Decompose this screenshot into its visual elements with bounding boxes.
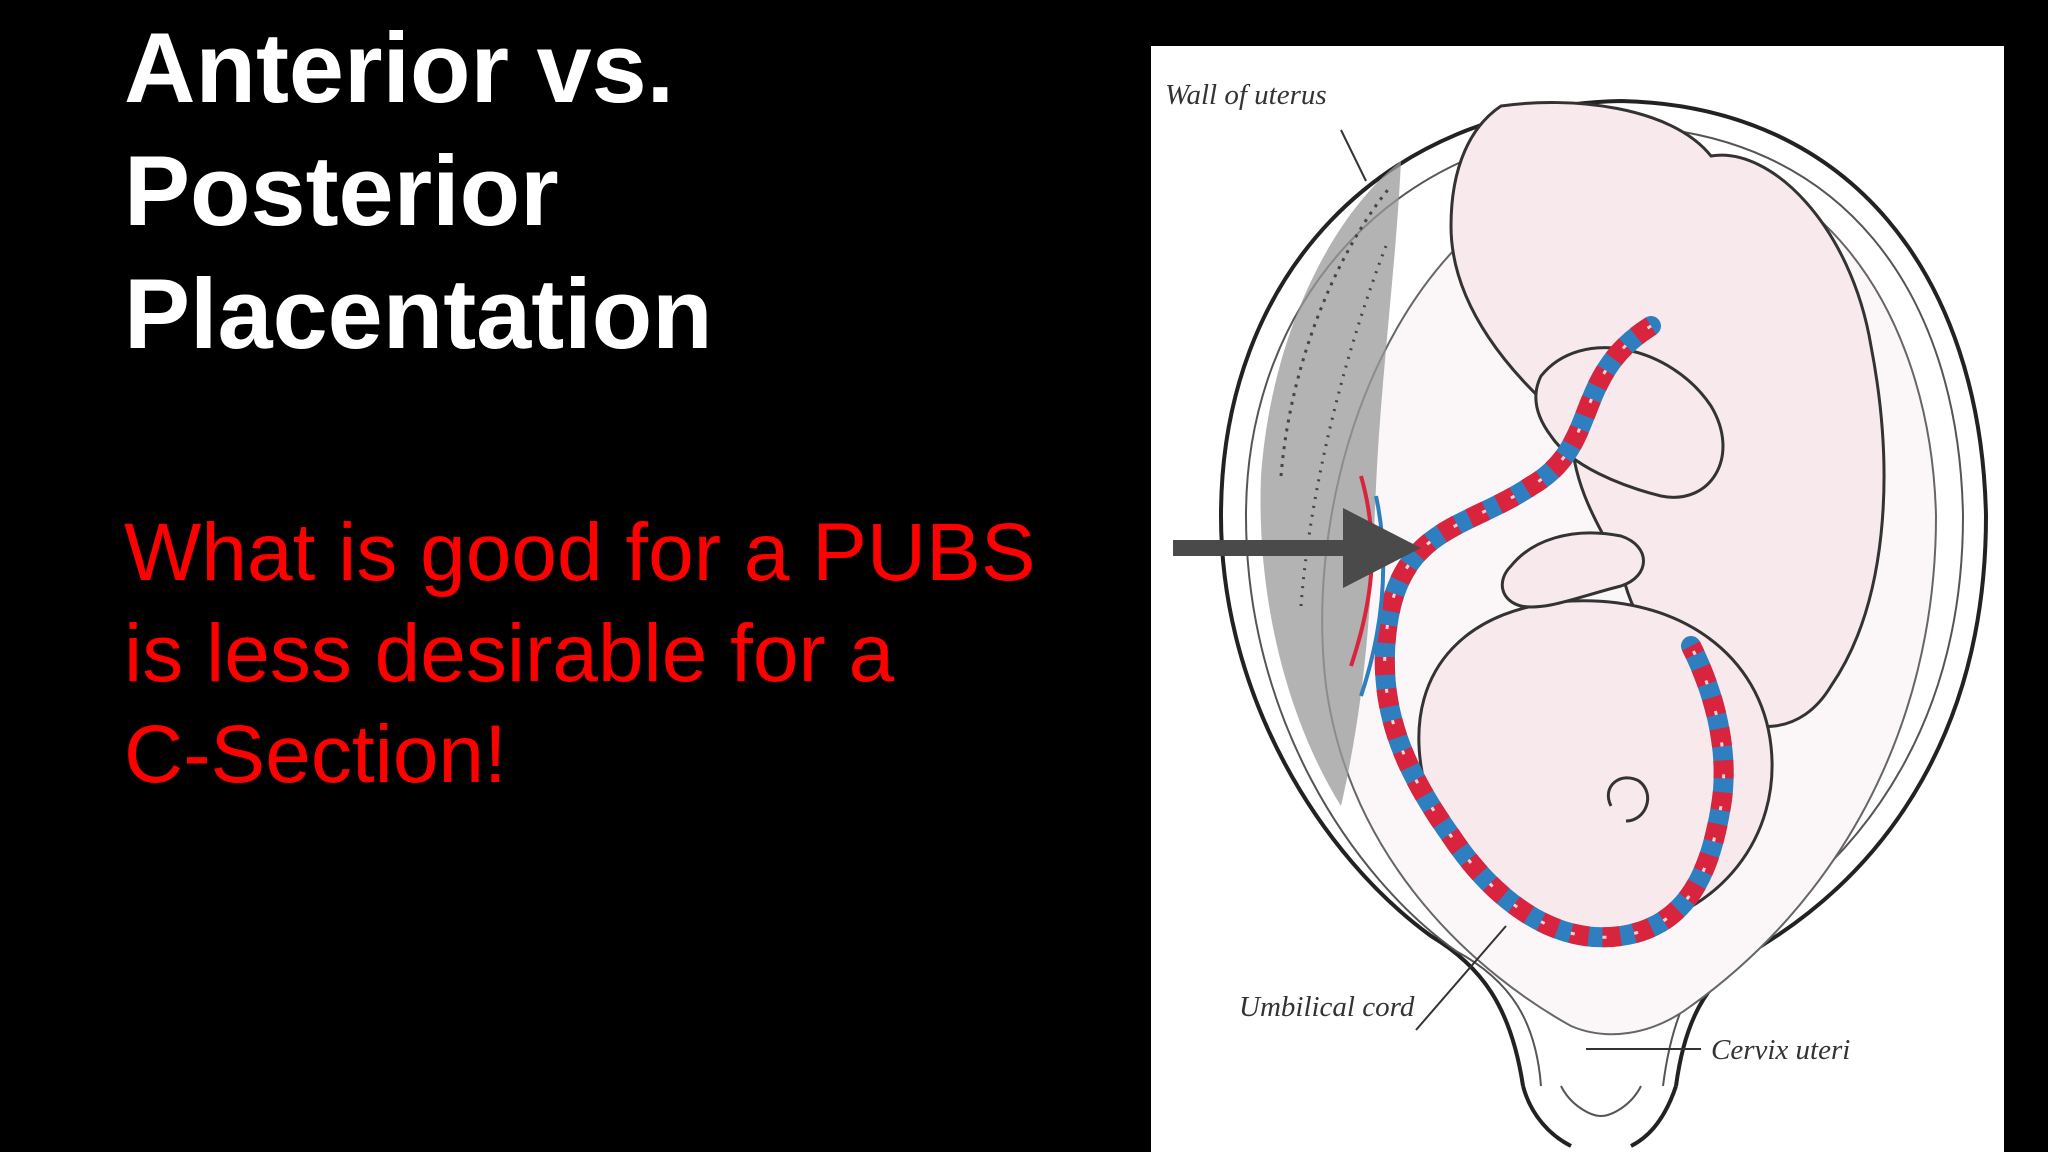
placenta-texture-2 — [1299, 245, 1388, 607]
fetus-arm — [1500, 531, 1645, 609]
fetus-ear — [1606, 776, 1650, 823]
slide-title: Anterior vs. Posterior Placentation — [124, 6, 1124, 375]
title-line-2: Posterior — [124, 135, 559, 246]
body-line-2: is less desirable for a — [124, 608, 895, 699]
title-line-1: Anterior vs. — [124, 12, 675, 123]
wall-label-leader — [1340, 129, 1367, 182]
cord-label-leader — [1415, 925, 1507, 1031]
placental-vessel-blue — [1359, 495, 1386, 697]
placenta-texture — [1279, 185, 1393, 477]
body-line-1: What is good for a PUBS — [124, 507, 1036, 598]
placenta — [1260, 161, 1401, 806]
slide-body-text: What is good for a PUBS is less desirabl… — [124, 502, 1124, 805]
umbilical-cord — [1374, 316, 1734, 948]
uterus-outer-wall — [1218, 98, 1989, 1087]
uterus-illustration: Wall of uterus Umbilical cord Cervix ute… — [1151, 46, 2004, 1152]
pointer-arrow — [1173, 508, 1421, 588]
placental-vessel-red — [1349, 475, 1374, 667]
fetus-leg — [1534, 346, 1725, 499]
umbilical-cord-label: Umbilical cord — [1239, 991, 1415, 1023]
uterus-illustration-svg: Wall of uterus Umbilical cord Cervix ute… — [1165, 79, 1989, 1148]
cervix-uteri-label: Cervix uteri — [1711, 1034, 1850, 1066]
wall-of-uterus-label: Wall of uterus — [1165, 79, 1327, 111]
cervix — [1521, 1085, 1678, 1148]
cervical-canal — [1560, 1085, 1642, 1118]
body-line-3: C-Section! — [124, 709, 507, 800]
title-line-3: Placentation — [124, 258, 713, 369]
